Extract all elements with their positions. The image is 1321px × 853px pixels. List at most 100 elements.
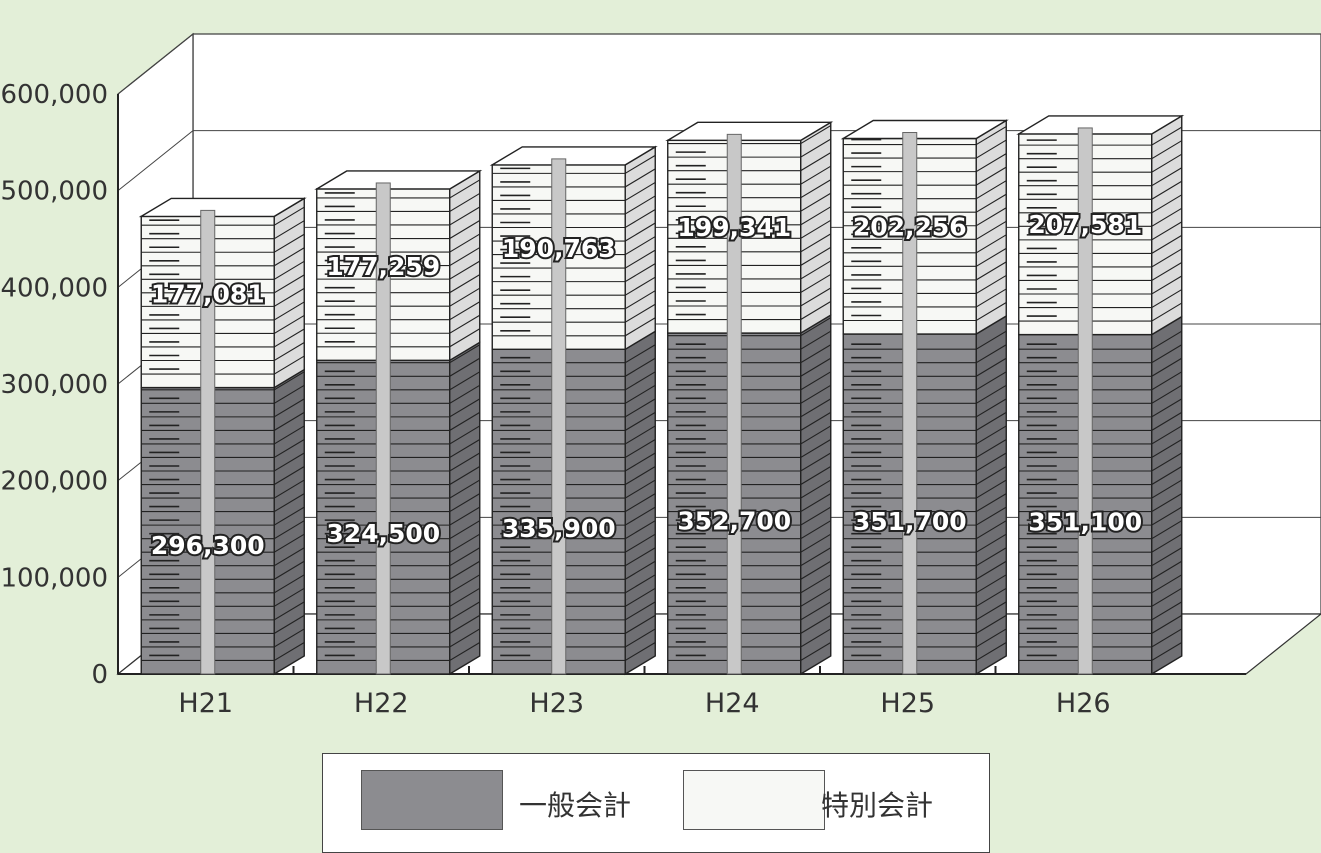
bundle-line (316, 560, 481, 580)
bundle-line (843, 139, 1007, 159)
bundle-line (141, 384, 305, 404)
bundle-line (667, 219, 832, 239)
data-label-special: 177,081 (151, 279, 265, 308)
bundle-line (316, 287, 481, 307)
bundle-line (843, 234, 1007, 254)
y-tick-label: 500,000 (0, 177, 108, 207)
x-tick-label: H25 (880, 688, 935, 719)
stack-top-face (314, 170, 483, 190)
stack-top-face (489, 146, 658, 166)
bundle-line (1018, 466, 1183, 486)
bundle-line (1018, 574, 1183, 594)
bundle-line (667, 179, 832, 199)
bundle-line (843, 466, 1007, 486)
bundle-line (667, 165, 832, 185)
stack-top-face (138, 197, 307, 218)
bundle-line (141, 425, 305, 445)
bundle-line (316, 179, 481, 199)
bundle-line (843, 384, 1007, 404)
bundle-line (316, 479, 481, 499)
bundle-line (316, 371, 481, 391)
bundle-line (1018, 438, 1183, 459)
y-tick-label: 0 (91, 660, 108, 690)
legend-swatch-special (683, 770, 825, 830)
bundle-line (492, 371, 656, 391)
bundle-line (316, 601, 481, 621)
bundle-line (667, 330, 832, 350)
bundle-line (843, 398, 1007, 418)
bundle-line (1018, 547, 1183, 567)
bundle-line (667, 317, 832, 337)
bundle-line (141, 587, 305, 607)
bundle-line (492, 249, 656, 269)
data-label-general: 324,500 (326, 519, 440, 548)
bundle-line (316, 384, 481, 404)
bundle-line (492, 533, 656, 553)
bundle-line (141, 247, 305, 267)
bundle-line (316, 314, 481, 334)
bundle-line (141, 438, 305, 459)
bundle-line (1018, 126, 1183, 146)
paper-band (551, 158, 567, 675)
bundle-line (141, 601, 305, 621)
x-tick-label: H23 (529, 688, 584, 719)
bar-general-side (800, 313, 832, 676)
bundle-line (316, 328, 481, 348)
bundle-line (1018, 641, 1183, 662)
paper-band (726, 133, 742, 675)
bundle-line (316, 425, 481, 445)
bundle-line (667, 287, 832, 307)
bundle-line (667, 138, 832, 158)
bundle-line (316, 533, 481, 553)
bundle-line (843, 560, 1007, 580)
bundle-line (141, 479, 305, 499)
data-label-general: 335,900 (502, 514, 616, 543)
bundle-line (667, 357, 832, 377)
bundle-line (492, 438, 656, 459)
bundle-line (1018, 261, 1183, 282)
paper-band (902, 132, 918, 675)
bundle-line (1018, 194, 1183, 214)
bundle-line (1018, 167, 1183, 187)
bundle-line (667, 152, 832, 172)
data-label-special: 202,256 (853, 212, 967, 241)
paper-band (375, 182, 391, 675)
bar-special-side (1151, 114, 1183, 336)
y-tick-label: 400,000 (0, 273, 108, 303)
bundle-line (667, 614, 832, 634)
bundle-line (492, 587, 656, 607)
bundle-line (492, 195, 656, 215)
bundle-line (492, 236, 656, 256)
bundle-line (667, 371, 832, 391)
bundle-line (492, 479, 656, 499)
x-tick-label: H24 (705, 688, 760, 719)
bundle-line (843, 371, 1007, 391)
bundle-line (667, 533, 832, 553)
bundle-line (316, 506, 481, 526)
bundle-line (141, 493, 305, 513)
stack-top-face (1016, 115, 1185, 135)
bar-special-side (975, 119, 1007, 336)
data-label-general: 296,300 (151, 531, 265, 560)
bundle-line (667, 466, 832, 486)
bundle-line (843, 587, 1007, 607)
bundle-line (1018, 628, 1183, 648)
bundle-line (1018, 289, 1183, 309)
bundle-line (492, 425, 656, 445)
bundle-line (1018, 520, 1183, 540)
bundle-line (316, 493, 481, 513)
bundle-line (316, 398, 481, 418)
bundle-line (843, 126, 1007, 146)
bundle-line (141, 520, 305, 540)
bundle-line (667, 560, 832, 580)
bundle-line (316, 574, 481, 594)
bundle-line (843, 614, 1007, 634)
bundle-line (141, 301, 305, 321)
bundle-line (667, 506, 832, 526)
bundle-line (1018, 140, 1183, 160)
bundle-line (667, 628, 832, 648)
bundle-line (492, 506, 656, 526)
y-tick-label: 300,000 (0, 370, 108, 400)
legend-label-special: 特別会計 (821, 789, 934, 822)
